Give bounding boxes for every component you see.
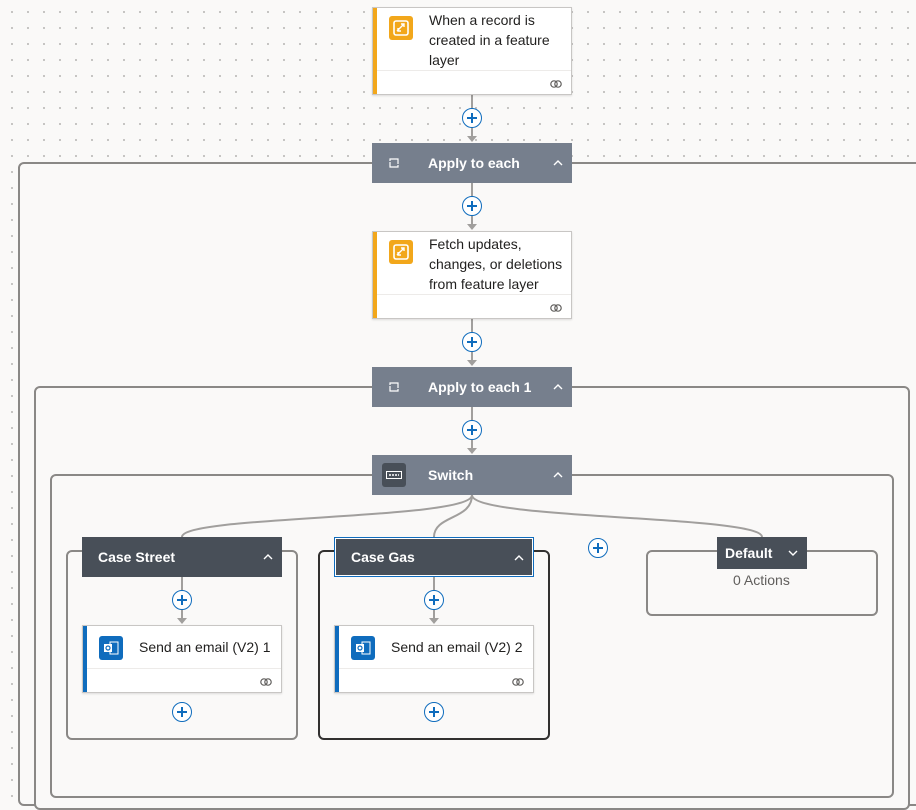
chevron-down-icon[interactable] — [787, 547, 799, 559]
switch-branch-connectors — [181, 494, 763, 538]
add-step-button[interactable] — [172, 702, 192, 722]
loop-icon — [389, 158, 399, 168]
send-email-1-card[interactable]: Send an email (V2) 1 — [82, 625, 282, 693]
card-divider — [87, 668, 281, 669]
case-street-label: Case Street — [98, 549, 176, 565]
connector-arrow — [467, 224, 477, 230]
card-accent — [335, 626, 339, 692]
add-step-button[interactable] — [424, 590, 444, 610]
card-divider — [339, 668, 533, 669]
chevron-up-icon[interactable] — [552, 381, 564, 393]
connector-arrow — [177, 618, 187, 624]
trigger-title: When a record is created in a feature la… — [429, 12, 550, 68]
link-icon — [550, 304, 562, 312]
switch-header[interactable]: Switch — [372, 455, 572, 495]
add-step-button[interactable] — [462, 332, 482, 352]
connector-arrow — [467, 136, 477, 142]
connector-arrow — [467, 448, 477, 454]
switch-icon — [382, 463, 406, 487]
link-icon — [550, 80, 562, 88]
fetch-title: Fetch updates, changes, or deletions fro… — [429, 236, 563, 292]
apply-to-each-header[interactable]: Apply to each — [372, 143, 572, 183]
card-accent — [373, 8, 377, 94]
switch-label: Switch — [428, 467, 474, 483]
outlook-icon — [99, 636, 123, 660]
add-step-button[interactable] — [172, 590, 192, 610]
apply-to-each-1-header[interactable]: Apply to each 1 — [372, 367, 572, 407]
outlook-icon — [351, 636, 375, 660]
link-icon — [260, 678, 272, 686]
chevron-up-icon[interactable] — [262, 551, 274, 563]
chevron-up-icon[interactable] — [552, 157, 564, 169]
case-gas-header[interactable]: Case Gas — [334, 537, 534, 577]
trigger-card[interactable]: When a record is created in a feature la… — [372, 7, 572, 95]
default-label: Default — [725, 545, 773, 561]
add-step-button[interactable] — [462, 420, 482, 440]
link-icon — [512, 678, 524, 686]
send-email-2-card[interactable]: Send an email (V2) 2 — [334, 625, 534, 693]
default-header[interactable]: Default — [717, 537, 807, 569]
add-step-button[interactable] — [462, 196, 482, 216]
connector-arrow — [429, 618, 439, 624]
default-empty-text: 0 Actions — [733, 572, 790, 588]
add-step-button[interactable] — [462, 108, 482, 128]
fetch-card[interactable]: Fetch updates, changes, or deletions fro… — [372, 231, 572, 319]
chevron-up-icon[interactable] — [552, 469, 564, 481]
apply-to-each-label: Apply to each — [428, 155, 520, 171]
send-email-1-title: Send an email (V2) 1 — [139, 639, 271, 655]
arcgis-icon — [389, 16, 413, 40]
connector-arrow — [467, 360, 477, 366]
chevron-up-icon[interactable] — [513, 552, 525, 564]
loop-icon — [389, 382, 399, 392]
arcgis-icon — [389, 240, 413, 264]
case-street-header[interactable]: Case Street — [82, 537, 282, 577]
add-step-button[interactable] — [424, 702, 444, 722]
card-accent — [373, 232, 377, 318]
apply-to-each-1-label: Apply to each 1 — [428, 379, 532, 395]
card-divider — [377, 70, 571, 71]
send-email-2-title: Send an email (V2) 2 — [391, 639, 523, 655]
card-accent — [83, 626, 87, 692]
case-gas-label: Case Gas — [351, 549, 415, 565]
card-divider — [377, 294, 571, 295]
add-case-button[interactable] — [588, 538, 608, 558]
